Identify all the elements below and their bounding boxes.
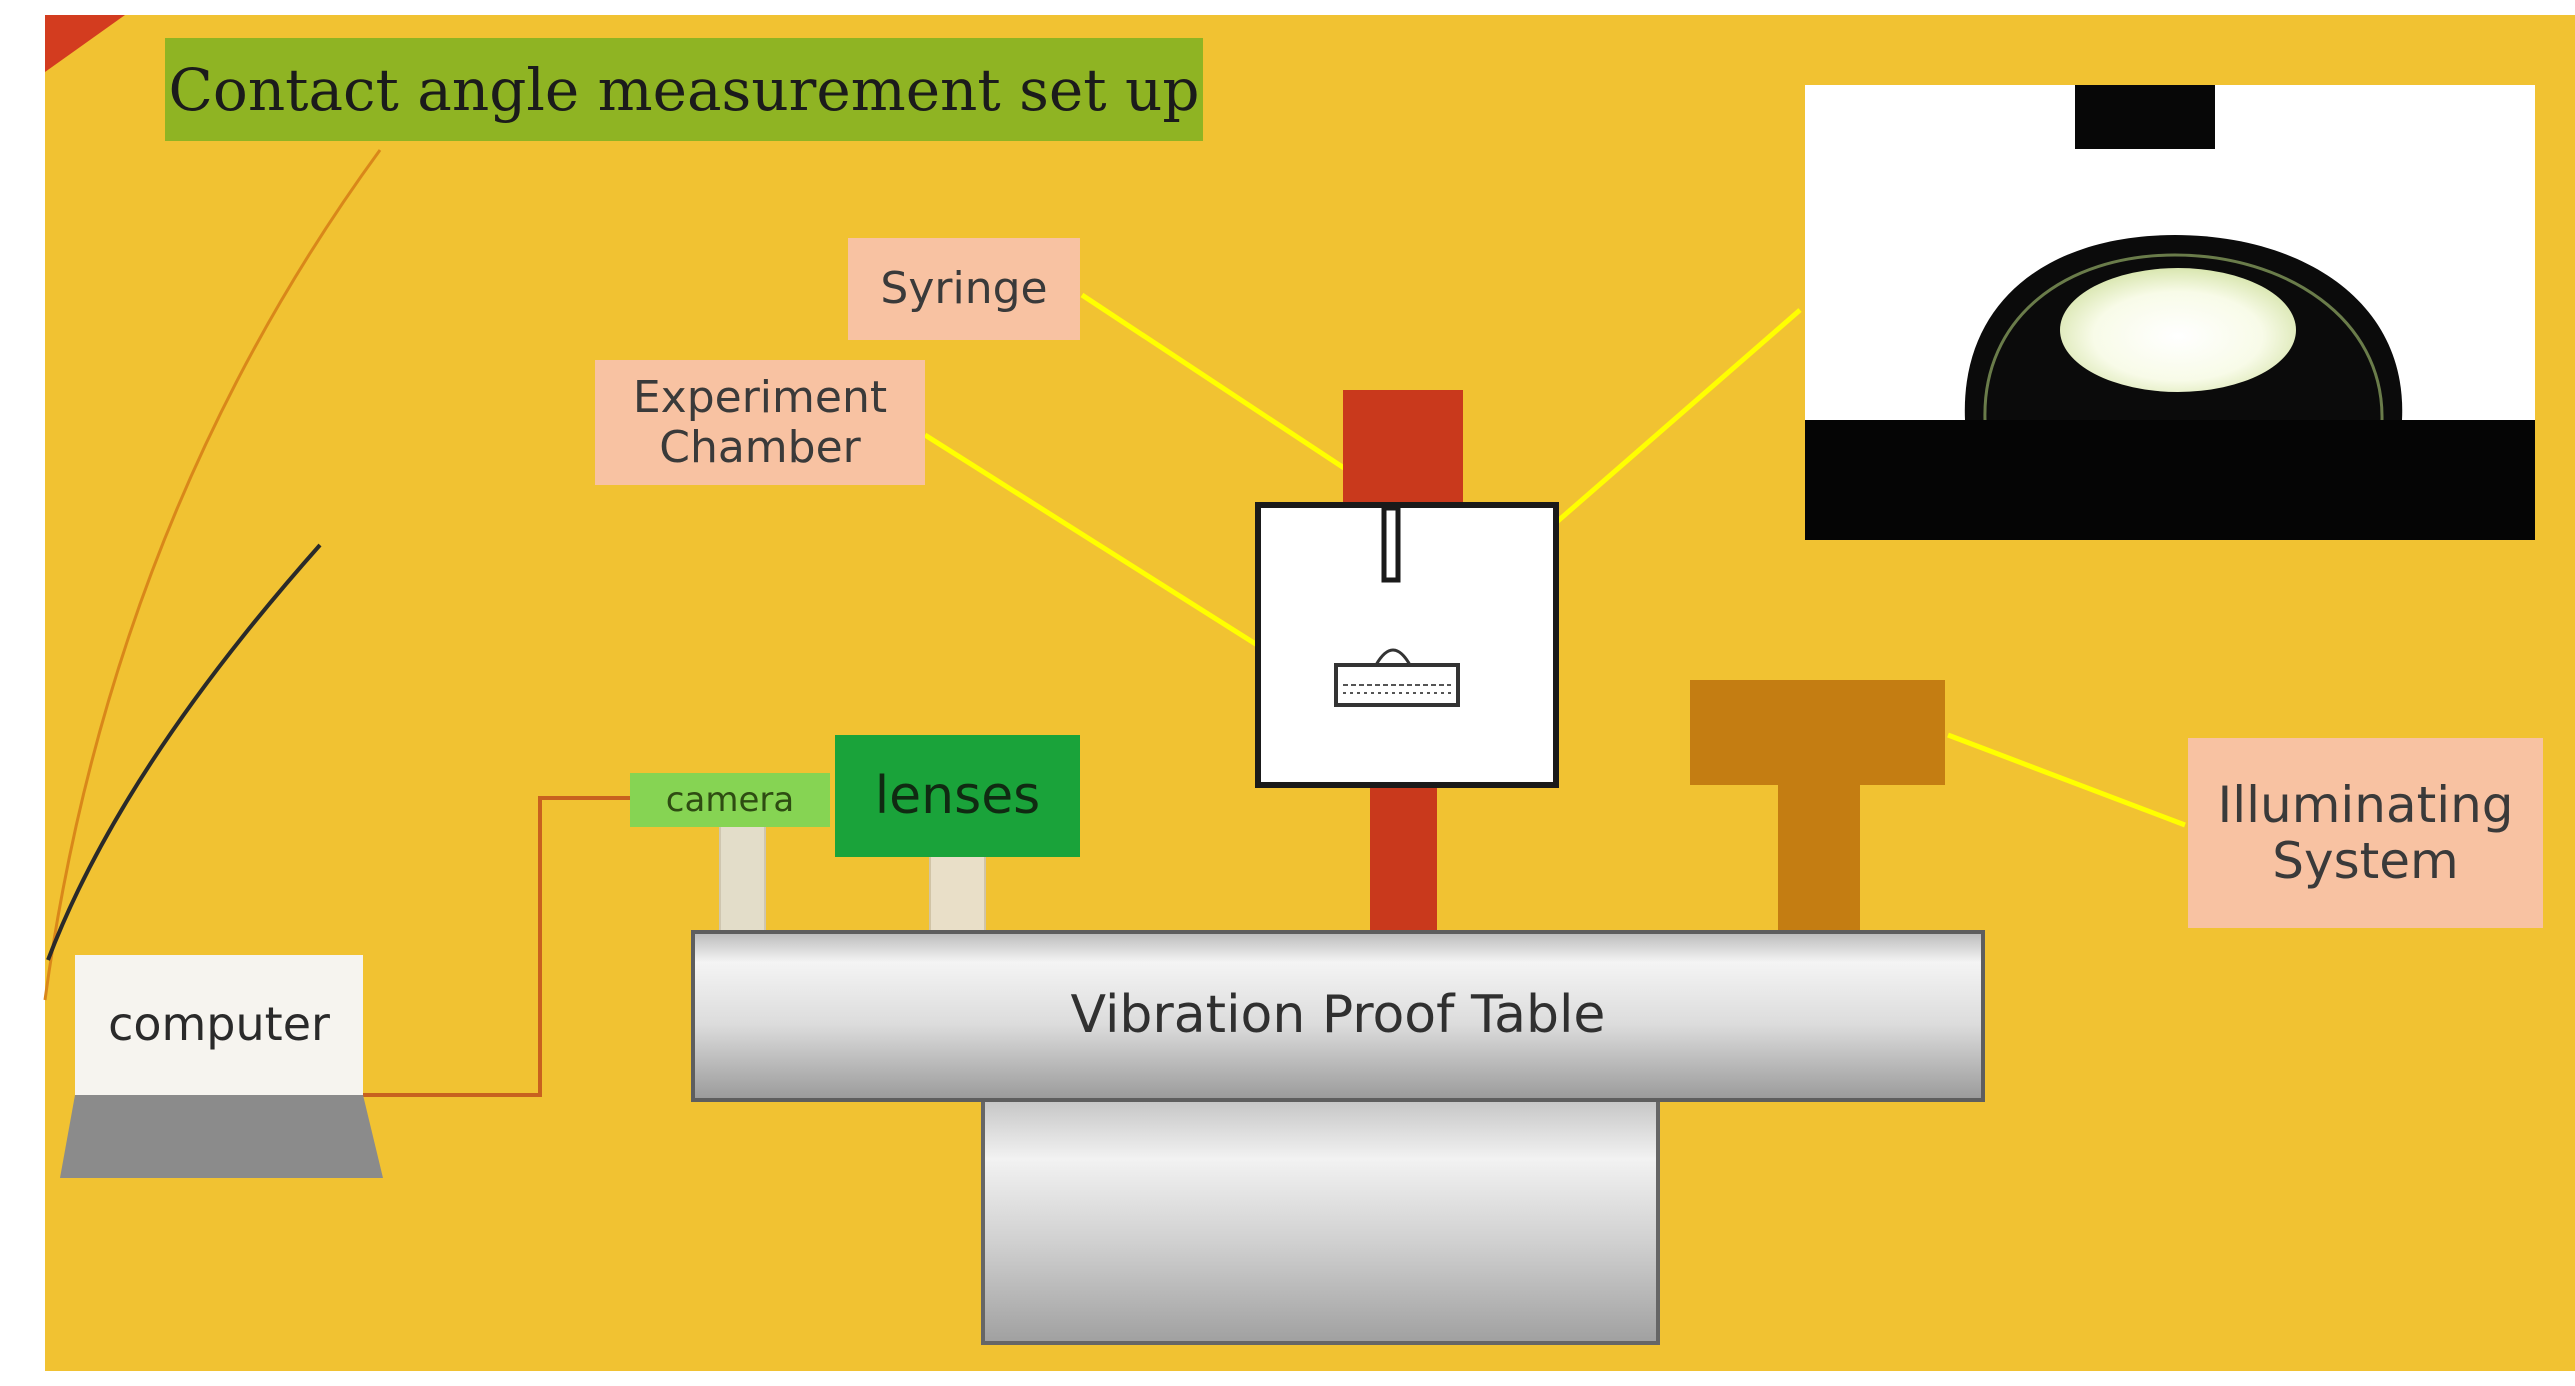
- computer-label: computer: [108, 997, 330, 1052]
- syringe-post-top: [1343, 390, 1463, 508]
- corner-accent: [45, 15, 125, 72]
- illuminating-system-label: Illuminating System: [2217, 776, 2514, 890]
- table-label-box: Vibration Proof Table: [693, 950, 1983, 1080]
- lenses-label-box: lenses: [835, 735, 1080, 857]
- camera-label: camera: [665, 779, 795, 820]
- leader-line-illuminator: [1947, 732, 2186, 828]
- lens-post: [929, 851, 986, 933]
- decorative-arc-inner: [46, 543, 322, 961]
- table-pedestal: [981, 1096, 1660, 1345]
- lenses-label: lenses: [874, 765, 1041, 826]
- computer-label-box: computer: [75, 955, 363, 1095]
- computer-base: [60, 1095, 383, 1178]
- diagram-title: Contact angle measurement set up: [165, 38, 1203, 141]
- droplet-image: [1805, 85, 2535, 540]
- experiment-chamber-callout: Experiment Chamber: [595, 360, 925, 485]
- experiment-chamber-label: Experiment Chamber: [632, 372, 888, 473]
- syringe-post-bottom: [1370, 785, 1437, 930]
- decorative-arc-outer: [43, 149, 382, 1001]
- camera-post: [719, 821, 766, 933]
- illuminator-stand: [1778, 785, 1860, 930]
- lenses-body: [835, 735, 1080, 857]
- illuminator-head: [1690, 680, 1945, 785]
- camera-label-box: camera: [630, 773, 830, 827]
- syringe-needle: [1381, 505, 1401, 583]
- computer-screen: [75, 955, 363, 1095]
- camera-body: [630, 773, 830, 827]
- illuminating-system-callout: Illuminating System: [2188, 738, 2543, 928]
- syringe-label: Syringe: [880, 263, 1048, 315]
- leader-line-chamber: [923, 432, 1264, 651]
- table-top: [691, 930, 1985, 1102]
- sample-stage-icon: [1334, 648, 1460, 707]
- camera-cable: [363, 796, 632, 1097]
- table-label: Vibration Proof Table: [1070, 984, 1606, 1045]
- experiment-chamber: [1255, 502, 1559, 788]
- syringe-callout: Syringe: [848, 238, 1080, 340]
